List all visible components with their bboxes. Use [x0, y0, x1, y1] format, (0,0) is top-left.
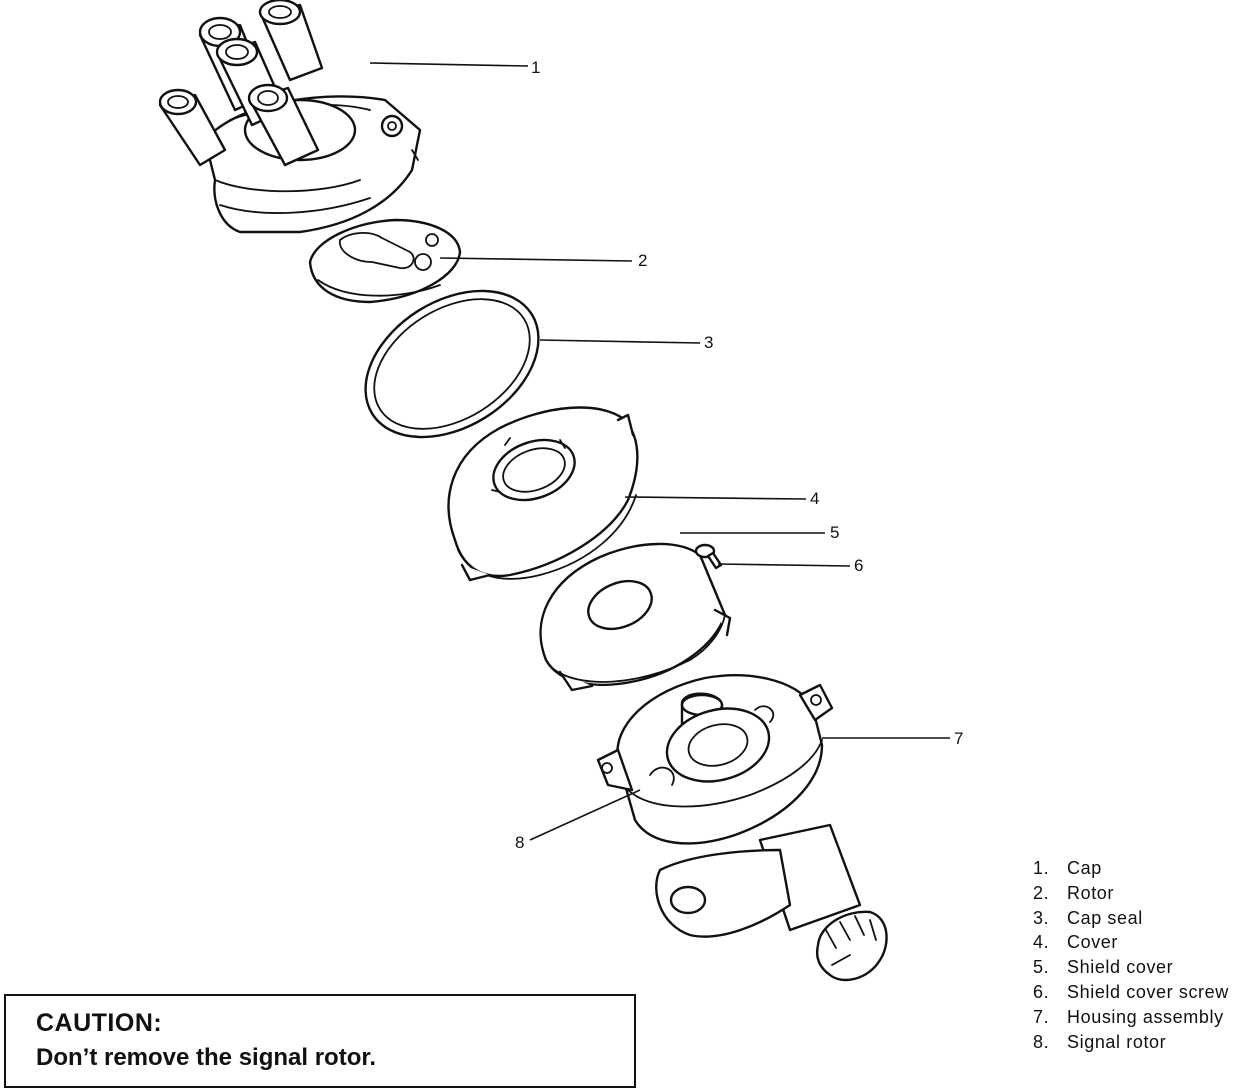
cover	[447, 406, 639, 582]
legend-item: 1. Cap	[1033, 856, 1229, 881]
parts-legend: 1. Cap 2. Rotor 3. Cap seal 4. Cover 5. Shiel…	[1033, 856, 1229, 1054]
callout-1: 1	[531, 58, 540, 77]
shield-cover	[539, 542, 732, 692]
legend-item: 6. Shield cover screw	[1033, 980, 1229, 1005]
legend-label: Rotor	[1067, 882, 1115, 903]
callout-numbers: 1 2 3 4 5 6 7 8	[515, 58, 963, 852]
legend-label: Cap seal	[1067, 907, 1143, 928]
legend-label: Shield cover screw	[1067, 981, 1229, 1002]
shield-cover-screw	[694, 543, 723, 570]
rotor	[308, 218, 462, 304]
cap-seal	[364, 289, 540, 439]
signal-rotor	[649, 705, 775, 786]
callout-2: 2	[638, 251, 647, 270]
legend-label: Signal rotor	[1067, 1031, 1167, 1052]
legend-number: 4.	[1033, 932, 1050, 953]
legend-label: Housing assembly	[1067, 1006, 1224, 1027]
caution-box: CAUTION: Don’t remove the signal rotor.	[4, 994, 636, 1088]
caution-text: Don’t remove the signal rotor.	[36, 1044, 377, 1071]
legend-item: 4. Cover	[1033, 930, 1229, 955]
callout-4: 4	[810, 489, 819, 508]
legend-label: Cap	[1067, 858, 1102, 878]
legend-item: 5. Shield cover	[1033, 955, 1229, 980]
callout-8: 8	[515, 833, 524, 852]
legend-number: 1.	[1033, 858, 1050, 878]
legend-label: Shield cover	[1067, 957, 1174, 978]
legend-item: 3. Cap seal	[1033, 906, 1229, 931]
legend-number: 8.	[1033, 1031, 1050, 1052]
callout-5: 5	[830, 523, 839, 542]
legend-number: 2.	[1033, 882, 1050, 903]
legend-number: 6.	[1033, 981, 1050, 1002]
legend-number: 3.	[1033, 907, 1050, 928]
housing-assembly	[596, 674, 888, 982]
legend-item: 2. Rotor	[1033, 881, 1229, 906]
callout-7: 7	[954, 729, 963, 748]
caution-title: CAUTION:	[36, 1009, 163, 1037]
callout-6: 6	[854, 556, 863, 575]
leader-lines	[369, 62, 950, 841]
callout-3: 3	[704, 333, 713, 352]
legend-item: 7. Housing assembly	[1033, 1005, 1229, 1030]
legend-item: 8. Signal rotor	[1033, 1030, 1229, 1055]
legend-label: Cover	[1067, 932, 1119, 953]
legend-number: 5.	[1033, 957, 1050, 978]
legend-number: 7.	[1033, 1006, 1050, 1027]
distributor-cap	[158, 0, 422, 234]
